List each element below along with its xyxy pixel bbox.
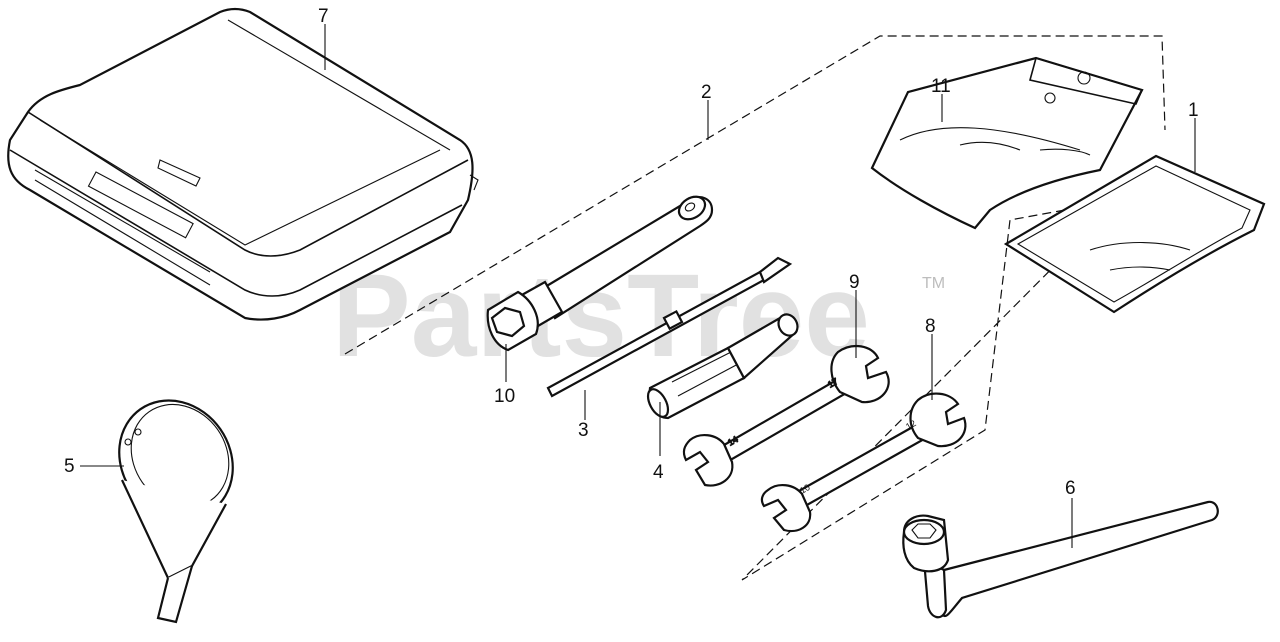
callout-3[interactable]: 3 [578,420,589,441]
callout-8[interactable]: 8 [925,316,936,337]
wrench-14x17[interactable]: 17 14 [682,344,890,487]
callout-6[interactable]: 6 [1065,478,1076,499]
wrench-8-marking-large: 12 [904,418,918,432]
leader-lines [80,24,1196,548]
tool-bag-flat[interactable] [1003,154,1266,314]
callout-7[interactable]: 7 [318,6,329,27]
callout-5[interactable]: 5 [64,456,75,477]
spark-plug-wrench[interactable] [486,192,714,352]
callout-11[interactable]: 11 [931,76,951,97]
screwdriver-handle[interactable] [644,311,801,420]
callout-4[interactable]: 4 [653,462,664,483]
callout-1[interactable]: 1 [1188,100,1199,121]
callout-2[interactable]: 2 [701,82,712,103]
callout-9[interactable]: 9 [849,272,860,293]
callout-10[interactable]: 10 [494,386,515,407]
tool-bag[interactable] [870,56,1144,230]
tool-case[interactable] [7,7,479,321]
box-wrench[interactable] [902,500,1219,619]
wrench-10x12[interactable]: 12 10 [760,392,967,533]
callout-labels: 7 2 11 1 9 8 10 3 4 5 6 [64,6,1199,499]
funnel[interactable] [96,378,256,624]
screwdriver-blade[interactable] [546,256,793,398]
watermark-trademark: TM [922,275,945,292]
wrench-8-marking-small: 10 [798,482,812,496]
